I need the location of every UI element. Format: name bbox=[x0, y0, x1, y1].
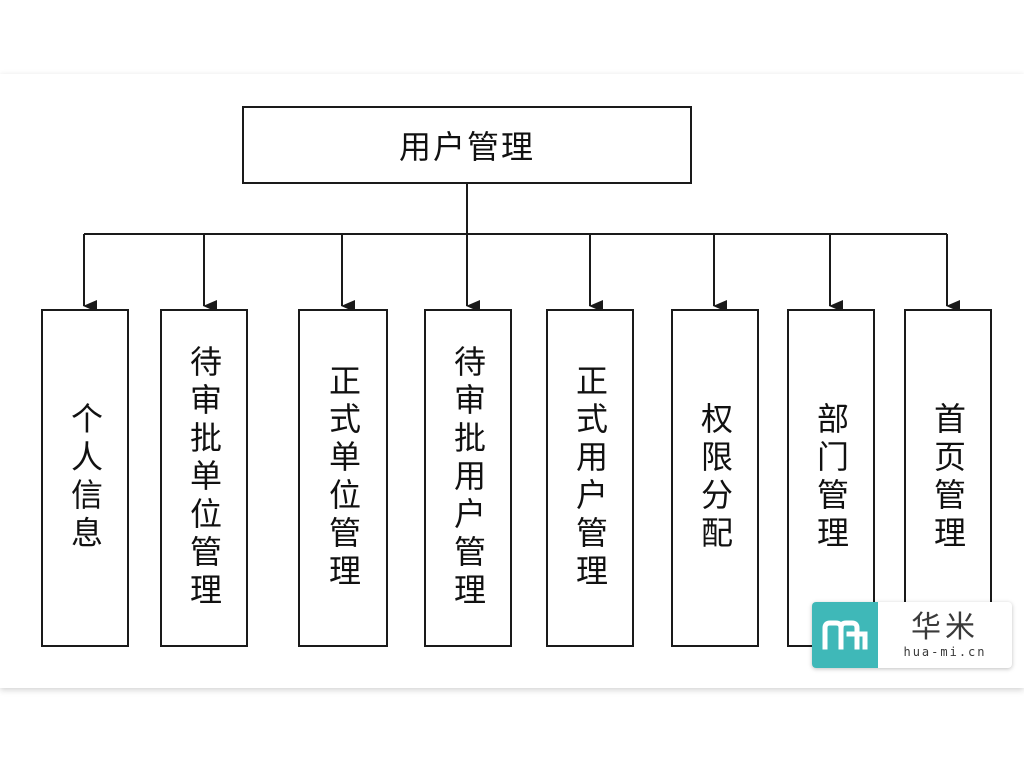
child-node-label: 首页管理 bbox=[929, 402, 967, 554]
watermark-brand-cn: 华米 bbox=[911, 610, 979, 645]
child-node-personal-info: 个人信息 bbox=[41, 309, 129, 647]
root-node-label: 用户管理 bbox=[398, 128, 535, 166]
watermark-text: 华米 hua-mi.cn bbox=[878, 610, 1012, 660]
child-node-pending-user-management: 待审批用户管理 bbox=[424, 309, 512, 647]
watermark-badge: 华米 hua-mi.cn bbox=[812, 602, 1012, 668]
child-node-department-management: 部门管理 bbox=[787, 309, 875, 647]
child-node-official-unit-management: 正式单位管理 bbox=[298, 309, 388, 647]
hua-mi-logo-icon bbox=[812, 602, 878, 668]
child-node-permission-assignment: 权限分配 bbox=[671, 309, 759, 647]
child-node-label: 个人信息 bbox=[66, 402, 104, 554]
child-node-label: 正式单位管理 bbox=[324, 364, 362, 592]
child-node-label: 待审批用户管理 bbox=[449, 345, 487, 611]
child-node-label: 部门管理 bbox=[812, 402, 850, 554]
root-node: 用户管理 bbox=[242, 106, 692, 184]
child-node-pending-unit-management: 待审批单位管理 bbox=[160, 309, 248, 647]
child-node-label: 权限分配 bbox=[696, 402, 734, 554]
watermark-brand-url: hua-mi.cn bbox=[903, 645, 987, 659]
child-node-label: 正式用户管理 bbox=[571, 364, 609, 592]
child-node-homepage-management: 首页管理 bbox=[904, 309, 992, 647]
child-node-label: 待审批单位管理 bbox=[185, 345, 223, 611]
child-node-official-user-management: 正式用户管理 bbox=[546, 309, 634, 647]
